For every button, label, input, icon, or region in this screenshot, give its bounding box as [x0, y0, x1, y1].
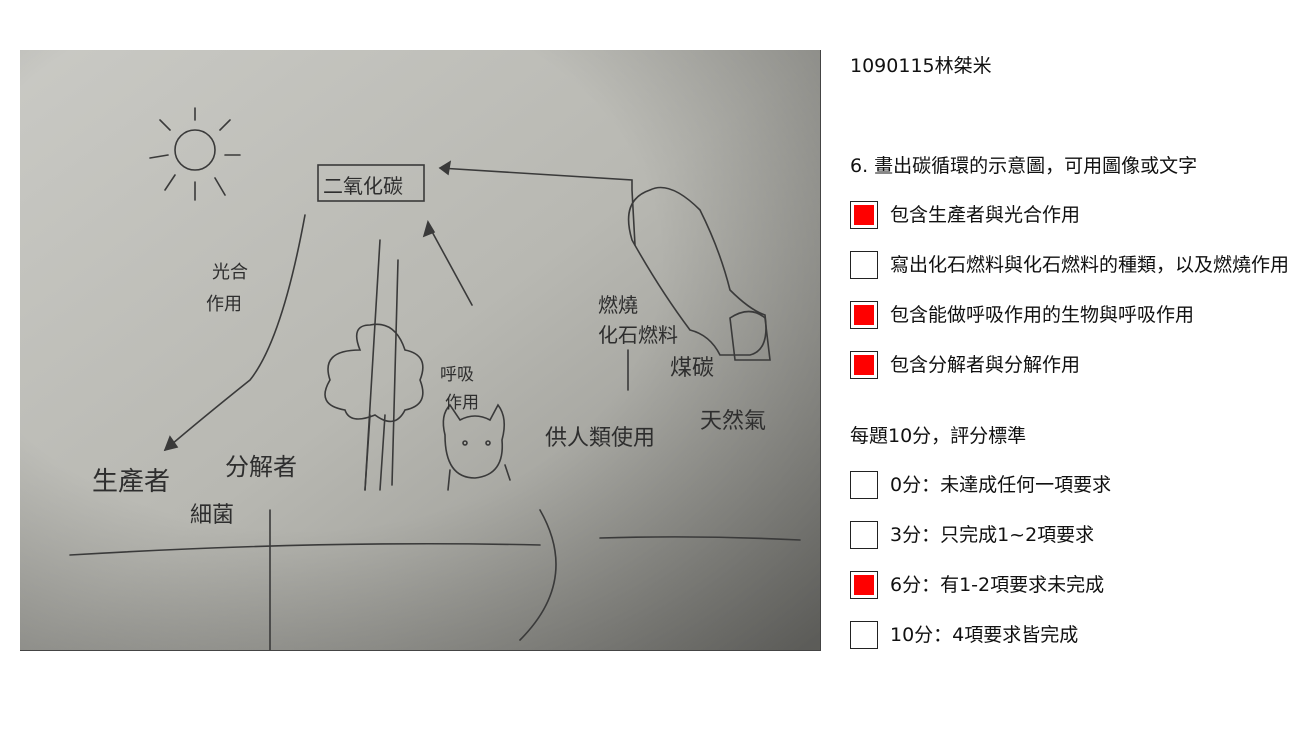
criterion-label: 包含分解者與分解作用 [890, 354, 1081, 376]
criterion-label: 包含能做呼吸作用的生物與呼吸作用 [890, 304, 1195, 326]
respiration-text-1: 呼吸 [440, 365, 474, 385]
natural-gas-text: 天然氣 [700, 409, 766, 434]
score-checkbox[interactable] [850, 521, 878, 549]
criterion-label: 寫出化石燃料與化石燃料的種類，以及燃燒作用 [890, 254, 1290, 276]
burn-text: 燃燒 [598, 293, 638, 317]
sun-icon [149, 107, 241, 201]
score-label: 3分：只完成1~2項要求 [890, 524, 1095, 546]
grading-panel: 1090115林桀米 6. 畫出碳循環的示意圖，可用圖像或文字 包含生產者與光合… [850, 0, 1300, 750]
criterion-checkbox[interactable] [850, 201, 878, 229]
co2-text: 二氧化碳 [323, 174, 403, 198]
tree-icon [324, 323, 424, 491]
check-mark [854, 355, 874, 375]
cat-icon [442, 403, 511, 491]
criterion-checkbox[interactable] [850, 251, 878, 279]
score-label: 10分：4項要求皆完成 [890, 624, 1079, 646]
fossil-to-co2-arrow [439, 167, 636, 246]
scoring-title: 每題10分，評分標準 [850, 425, 1027, 447]
check-mark [854, 205, 874, 225]
coal-text: 煤碳 [670, 356, 714, 381]
decomposer-text: 分解者 [225, 453, 297, 481]
score-label: 0分：未達成任何一項要求 [890, 474, 1112, 496]
score-checkbox[interactable] [850, 571, 878, 599]
question-title: 6. 畫出碳循環的示意圖，可用圖像或文字 [850, 155, 1198, 177]
drawing-photo: 二氧化碳 光合 作用 呼吸 作用 燃燒 化石燃料 煤碳 供人類使用 天然氣 生產… [20, 50, 821, 651]
score-checkbox[interactable] [850, 621, 878, 649]
respiration-arrow [429, 227, 473, 306]
check-mark [854, 575, 874, 595]
respiration-text-2: 作用 [445, 393, 479, 413]
check-mark [854, 305, 874, 325]
co2-box [317, 164, 425, 202]
photosynthesis-text-2: 作用 [206, 294, 242, 315]
criterion-checkbox[interactable] [850, 351, 878, 379]
co2-to-producer-arrow [164, 214, 306, 451]
criterion-label: 包含生產者與光合作用 [890, 204, 1081, 226]
student-id: 1090115林桀米 [850, 55, 992, 77]
producer-text: 生產者 [92, 467, 170, 497]
ground-line [69, 536, 801, 556]
fossil-rock-icon [627, 186, 771, 361]
fossil-fuel-text: 化石燃料 [598, 323, 678, 347]
criterion-checkbox[interactable] [850, 301, 878, 329]
score-label: 6分：有1-2項要求未完成 [890, 574, 1105, 596]
score-checkbox[interactable] [850, 471, 878, 499]
photosynthesis-text-1: 光合 [212, 262, 248, 283]
human-use-text: 供人類使用 [545, 426, 655, 451]
bacteria-text: 細菌 [190, 503, 234, 528]
